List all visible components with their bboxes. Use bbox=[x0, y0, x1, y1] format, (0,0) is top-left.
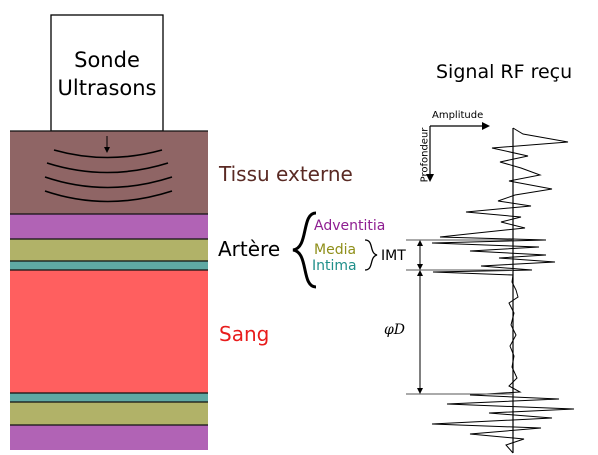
layer-separators bbox=[10, 130, 208, 426]
wave-arrow-head bbox=[104, 147, 110, 153]
adventitia-layer-top bbox=[10, 214, 208, 239]
diameter-arrow-top bbox=[417, 270, 423, 276]
imt-arrow-top bbox=[417, 240, 423, 246]
media-layer-top bbox=[10, 239, 208, 261]
imt-label: IMT bbox=[381, 248, 406, 264]
artery-label: Artère bbox=[218, 237, 281, 261]
blood-label: Sang bbox=[219, 322, 270, 346]
amplitude-arrow-head bbox=[482, 122, 490, 130]
imt-arrow-bottom bbox=[417, 264, 423, 270]
intima-layer-bottom bbox=[10, 393, 208, 402]
probe-label-line1: Sonde bbox=[74, 48, 140, 72]
ultrasound-waves bbox=[44, 149, 173, 203]
reference-lines bbox=[406, 239, 513, 395]
blood-layer bbox=[10, 270, 208, 393]
external-tissue-label: Tissu externe bbox=[219, 162, 353, 186]
probe-box bbox=[50, 14, 164, 132]
artery-brace bbox=[292, 211, 317, 289]
depth-axis-label: Profondeur bbox=[419, 127, 431, 183]
adventitia-layer-bottom bbox=[10, 425, 208, 450]
intima-layer-top bbox=[10, 261, 208, 270]
intima-label: Intima bbox=[312, 258, 357, 274]
rf-signal-trace bbox=[431, 127, 575, 454]
media-layer-bottom bbox=[10, 402, 208, 425]
diameter-arrow-bottom bbox=[417, 388, 423, 394]
media-label: Media bbox=[314, 242, 357, 258]
probe-label-line2: Ultrasons bbox=[57, 76, 157, 100]
amplitude-axis-label: Amplitude bbox=[432, 110, 484, 121]
diameter-label: φD bbox=[384, 322, 406, 338]
adventitia-label: Adventitia bbox=[314, 218, 386, 234]
depth-arrow-head bbox=[426, 174, 434, 182]
imt-brace bbox=[364, 239, 378, 271]
signal-title: Signal RF reçu bbox=[436, 61, 573, 83]
